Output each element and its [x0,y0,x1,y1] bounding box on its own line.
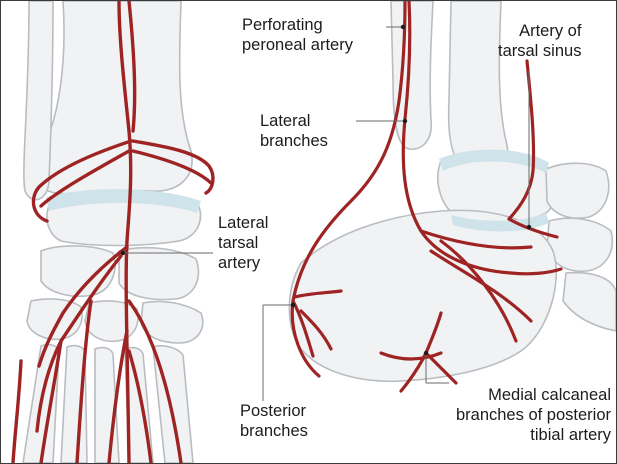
dot-lateral-tarsal [121,251,125,255]
dot-medial-calcaneal [424,351,428,355]
label-artery-of-tarsal-sinus: Artery of tarsal sinus [498,21,581,61]
label-line: branches [260,131,328,151]
label-line: branches of posterior [441,405,611,425]
label-line: branches [240,421,308,441]
dot-posterior [291,303,295,307]
fibular-small-artery [13,361,21,463]
label-medial-calcaneal-branches: Medial calcaneal branches of posterior t… [441,385,611,445]
label-line: tarsal [218,233,268,253]
label-lateral-tarsal-artery: Lateral tarsal artery [218,213,268,273]
label-line: artery [218,253,268,273]
tibia-bone [36,1,192,194]
label-line: Perforating [242,15,353,35]
label-line: Lateral [260,111,328,131]
label-line: peroneal artery [242,35,353,55]
fibula-bone [24,1,53,200]
label-line: Artery of [498,21,581,41]
lateral-fibula-bone [391,1,433,149]
dot-tarsal-sinus [527,225,531,229]
anterior-foot-bones [23,1,203,463]
tarsal-bone-2 [119,248,198,300]
metatarsal-lateral [563,273,616,331]
dot-lateral-branches [403,119,407,123]
label-line: tarsal sinus [498,41,581,61]
label-line: Posterior [240,401,308,421]
tarsal-bone-1 [41,246,115,296]
navicular-bone [546,163,609,218]
cuboid-bone [547,218,612,271]
dot-perforating [401,25,405,29]
label-line: Medial calcaneal [441,385,611,405]
label-lateral-branches: Lateral branches [260,111,328,151]
label-posterior-branches: Posterior branches [240,401,308,441]
label-line: Lateral [218,213,268,233]
tarsal-bone-4 [85,301,138,341]
label-perforating-peroneal-artery: Perforating peroneal artery [242,15,353,55]
label-line: tibial artery [441,425,611,445]
